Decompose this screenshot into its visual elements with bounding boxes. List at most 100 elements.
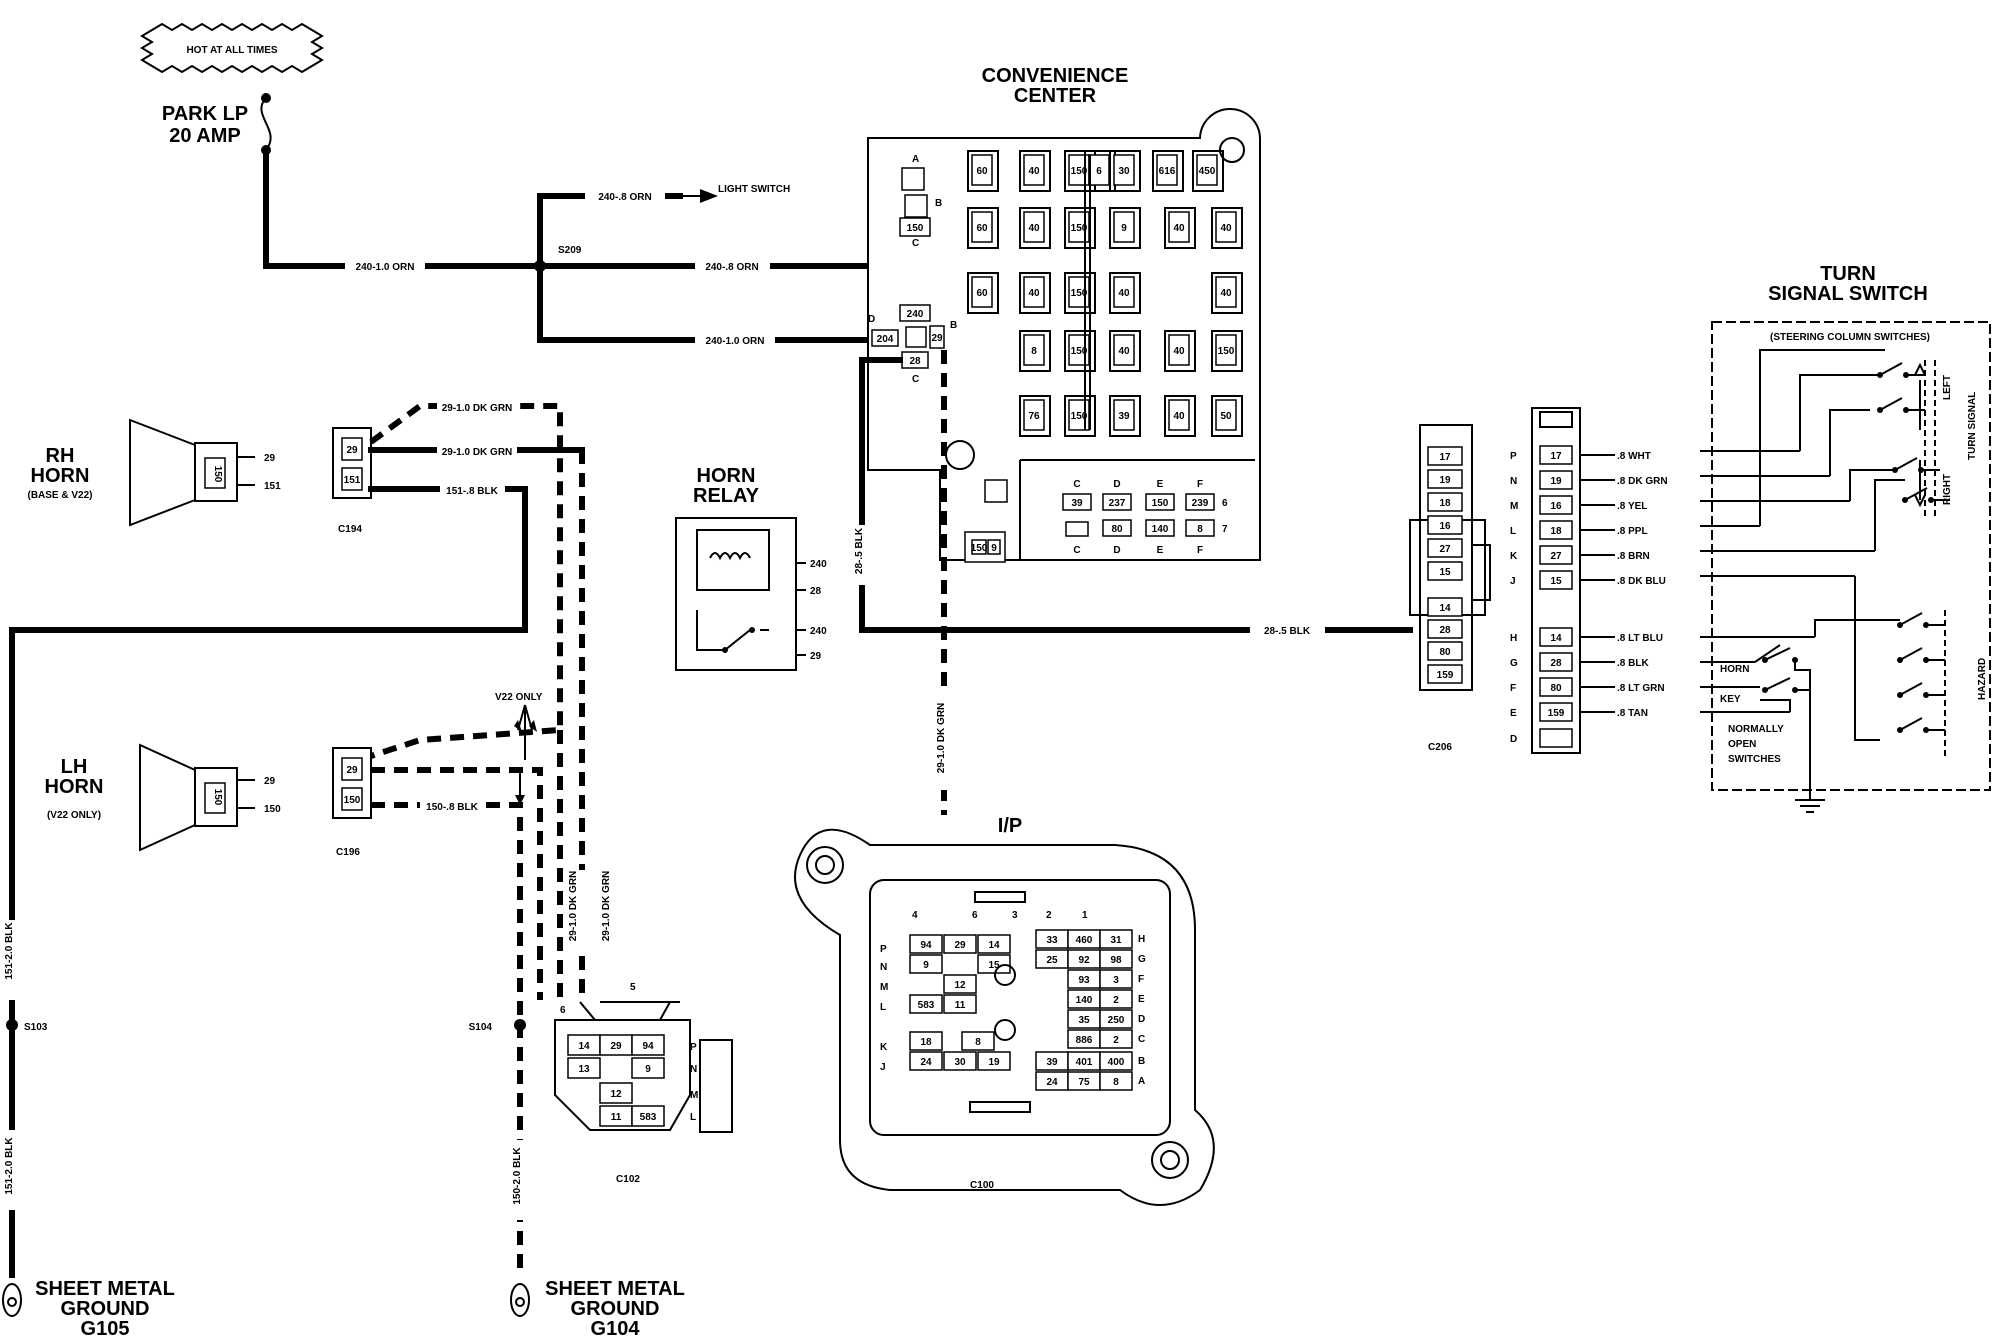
- cavity: [943, 1051, 977, 1071]
- svg-text:14: 14: [578, 1041, 590, 1052]
- cavity-number: 60: [976, 288, 988, 299]
- cavity: [1427, 492, 1463, 512]
- pin-letter: J: [1510, 576, 1516, 587]
- svg-text:NORMALLY: NORMALLY: [1728, 724, 1784, 735]
- wire-29-10-a: 29-1.0 DK GRN: [442, 403, 513, 414]
- cavity-number: 40: [1028, 223, 1040, 234]
- wire-240-8-cc: 240-.8 ORN: [705, 262, 758, 273]
- cc-position-block: D 240 204 29 B 28 C: [868, 304, 957, 385]
- splice-s209-label: S209: [558, 245, 582, 256]
- svg-text:150: 150: [971, 543, 988, 554]
- wire-29-10-c102b: 29-1.0 DK GRN: [601, 871, 612, 942]
- wire-28-5-h: 28-.5 BLK: [1264, 626, 1311, 637]
- svg-text:1: 1: [1082, 910, 1088, 921]
- ground-g105: SHEET METAL GROUND G105: [2, 1278, 175, 1340]
- horn-wires: S103 S104 29-1.0 DK GRN 29-1.0 DK GRN 15…: [4, 400, 619, 1278]
- rh-horn: RH HORN (BASE & V22) 150 29 151: [27, 418, 281, 527]
- cavity-number: 14: [988, 940, 1000, 951]
- wire-color-label: .8 LT BLU: [1617, 633, 1663, 644]
- splice-s103-dot: [6, 1019, 18, 1031]
- lh-horn: LH HORN (V22 ONLY) 150 29 150: [45, 743, 281, 852]
- lh-horn-title-1: LH: [61, 756, 88, 778]
- svg-text:6: 6: [972, 910, 978, 921]
- cavity-number: 75: [1078, 1077, 1090, 1088]
- cavity: [1427, 446, 1463, 466]
- svg-text:C: C: [1138, 1034, 1145, 1045]
- svg-text:TURN: TURN: [1820, 263, 1876, 285]
- cavity: [909, 994, 943, 1014]
- cavity: [1099, 949, 1133, 969]
- cavity-number: 80: [1550, 683, 1562, 694]
- wire-151-20-bot: 151-2.0 BLK: [4, 1137, 15, 1195]
- cavity-number: 3: [1113, 975, 1119, 986]
- park-amp-label: 20 AMP: [169, 125, 241, 147]
- connector-c196: 29 150 C196: [332, 747, 372, 858]
- wire-color-label: .8 DK GRN: [1617, 476, 1668, 487]
- fuse-cavity: [1168, 334, 1190, 366]
- fuse-cavity: [1156, 154, 1178, 186]
- cavity-number: 19: [1550, 476, 1562, 487]
- cavity-number: 94: [920, 940, 932, 951]
- feed-wires: S209 240-1.0 ORN 240-.8 ORN LIGHT SWITCH…: [263, 149, 918, 347]
- pin-letter: P: [1510, 451, 1517, 462]
- cavity: [1099, 1051, 1133, 1071]
- cavity-number: 150: [1071, 411, 1088, 422]
- cavity-number: 18: [1550, 526, 1562, 537]
- svg-text:TURN SIGNAL: TURN SIGNAL: [1967, 392, 1978, 460]
- svg-text:A: A: [1138, 1076, 1145, 1087]
- svg-text:HAZARD: HAZARD: [1977, 658, 1988, 700]
- cavity-number: 98: [1110, 955, 1122, 966]
- cavity-number: 15: [988, 960, 1000, 971]
- cavity-number: 9: [923, 960, 929, 971]
- wire-color-label: .8 DK BLU: [1617, 576, 1666, 587]
- cavity: [977, 954, 1011, 974]
- cavity-number: 33: [1046, 935, 1058, 946]
- cavity-number: 159: [1437, 670, 1454, 681]
- cavity-number: 150: [1071, 346, 1088, 357]
- cavity-number: 159: [1548, 708, 1565, 719]
- svg-text:240: 240: [810, 559, 827, 570]
- cavity-number: 150: [1071, 288, 1088, 299]
- svg-text:B: B: [935, 198, 942, 209]
- convenience-title-1: CONVENIENCE: [982, 65, 1129, 87]
- cavity-number: 583: [918, 1000, 935, 1011]
- cavity-number: 16: [1439, 521, 1451, 532]
- cavity-number: 15: [1550, 576, 1562, 587]
- fuse-cavity: [1196, 154, 1218, 186]
- cavity-number: 29: [954, 940, 966, 951]
- svg-text:583: 583: [640, 1112, 657, 1123]
- rh-horn-title-2: HORN: [31, 465, 90, 487]
- svg-text:C: C: [1073, 479, 1080, 490]
- cavity-number: 14: [1439, 603, 1451, 614]
- cavity-number: 17: [1439, 452, 1451, 463]
- svg-text:204: 204: [877, 334, 894, 345]
- cc-relay-block: A B C 150: [899, 154, 942, 249]
- cavity-number: 39: [1046, 1057, 1058, 1068]
- svg-text:P: P: [880, 944, 887, 955]
- svg-text:237: 237: [1109, 498, 1126, 509]
- svg-text:C: C: [912, 238, 919, 249]
- park-lp-fuse: PARK LP 20 AMP: [162, 93, 272, 155]
- cavity-number: 460: [1076, 935, 1093, 946]
- cavity-number: 150: [1071, 166, 1088, 177]
- svg-text:150: 150: [264, 804, 281, 815]
- svg-text:G104: G104: [591, 1318, 641, 1340]
- svg-text:B: B: [950, 320, 957, 331]
- light-switch-label: LIGHT SWITCH: [718, 184, 790, 195]
- ip-label: I/P: [998, 815, 1022, 837]
- cavity-number: 400: [1108, 1057, 1125, 1068]
- svg-text:F: F: [1197, 545, 1203, 556]
- c100-label: C100: [970, 1180, 994, 1191]
- rh-horn-title-1: RH: [46, 445, 75, 467]
- rh-horn-title-3: (BASE & V22): [27, 490, 92, 501]
- turn-signal-switch: TURN SIGNAL SWITCH (STEERING COLUMN SWIT…: [1700, 263, 1991, 813]
- cavity-number: 250: [1108, 1015, 1125, 1026]
- svg-text:E: E: [1157, 479, 1164, 490]
- cavity: [977, 934, 1011, 954]
- svg-text:SWITCHES: SWITCHES: [1728, 754, 1781, 765]
- wire-color-label: .8 BRN: [1617, 551, 1650, 562]
- svg-text:G: G: [1138, 954, 1146, 965]
- wire-150-8: 150-.8 BLK: [426, 802, 478, 813]
